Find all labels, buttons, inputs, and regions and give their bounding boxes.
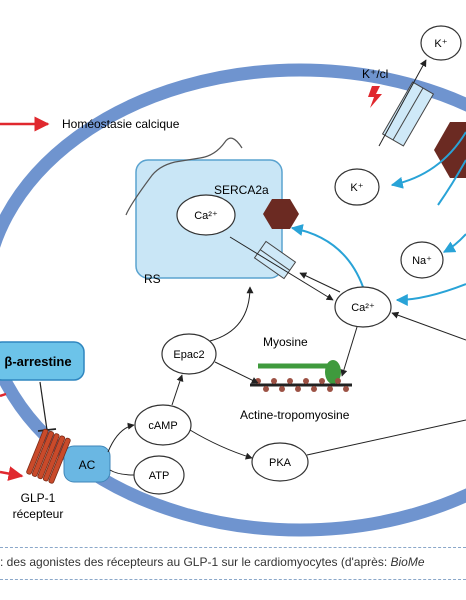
glp1-receptor bbox=[26, 428, 71, 484]
myosin-head bbox=[325, 360, 341, 384]
na-arrow bbox=[442, 233, 466, 253]
atp-label: ATP bbox=[149, 470, 170, 482]
epac-label: Epac2 bbox=[173, 349, 204, 361]
ca-influx-arrow bbox=[395, 283, 466, 306]
actin-label: Actine-tropomyosine bbox=[240, 408, 350, 422]
figure-caption: : des agonistes des récepteurs au GLP-1 … bbox=[0, 546, 466, 578]
receptor-label-line2: récepteur bbox=[13, 507, 64, 521]
camp-to-epac-arrow bbox=[171, 374, 184, 406]
camp-to-pka-arrow bbox=[189, 429, 253, 460]
caption-bottom-rule bbox=[0, 579, 466, 580]
myosin-label: Myosine bbox=[263, 335, 308, 349]
lightning-icon bbox=[368, 86, 382, 108]
ca-to-ryr-arrow bbox=[299, 272, 341, 293]
arrestin-red-arrow bbox=[0, 392, 7, 398]
receptor-label-line1: GLP-1 bbox=[21, 491, 56, 505]
na-label: Na⁺ bbox=[412, 255, 432, 267]
epac-to-ryr-arrow bbox=[209, 286, 254, 342]
right-to-ca-arrow bbox=[391, 311, 466, 341]
k-top-label: K⁺ bbox=[434, 38, 447, 50]
transporter-hexagon bbox=[434, 122, 466, 178]
ryr-to-ca-arrow bbox=[229, 236, 334, 301]
ac-to-camp-arrow bbox=[107, 422, 135, 453]
receptor-red-arrow bbox=[0, 466, 24, 481]
ca-cyto-label: Ca²⁺ bbox=[351, 302, 375, 314]
camp-label: cAMP bbox=[148, 420, 177, 432]
k-efflux-arrow bbox=[390, 131, 466, 189]
na-node bbox=[400, 241, 444, 279]
k-top-node bbox=[420, 25, 462, 61]
ca-rs-label: Ca²⁺ bbox=[194, 210, 218, 222]
k-bottom-node bbox=[334, 168, 380, 206]
homeostasis-label: Homéostasie calcique bbox=[62, 117, 180, 131]
epac-to-myofilament-arrow bbox=[214, 361, 259, 384]
rs-squiggle bbox=[125, 137, 243, 216]
pka-label: PKA bbox=[269, 457, 292, 469]
cell-membrane bbox=[0, 63, 466, 537]
rs-label: RS bbox=[144, 272, 161, 286]
pka-node bbox=[251, 442, 309, 482]
caption-top-rule bbox=[0, 547, 466, 548]
k-channel-label: K⁺/cl bbox=[362, 67, 388, 81]
epac-node bbox=[161, 333, 217, 375]
ca-rs-node bbox=[176, 194, 236, 236]
arrestin-inhibit-line bbox=[39, 381, 48, 431]
cardiomyocyte-diagram: Homéostasie calcique K⁺/cl K⁺ K⁺ Na⁺ RS … bbox=[0, 25, 466, 537]
serca-label: SERCA2a bbox=[214, 183, 269, 197]
ac-label: AC bbox=[79, 458, 96, 472]
pka-to-right-line bbox=[306, 419, 466, 456]
ac-box bbox=[63, 445, 111, 483]
ca-to-myofilament-arrow bbox=[340, 326, 358, 377]
hex-top-arrow bbox=[437, 159, 466, 206]
caption-source: BioMe bbox=[390, 555, 425, 569]
atp-to-ac-curve bbox=[109, 469, 135, 476]
serca-hexagon bbox=[263, 199, 299, 229]
k-channel bbox=[381, 81, 435, 147]
k-channel-out-arrow bbox=[378, 59, 427, 147]
caption-text: : des agonistes des récepteurs au GLP-1 … bbox=[0, 555, 391, 569]
ryr-channel bbox=[253, 240, 297, 280]
arrestin-label: β-arrestine bbox=[4, 354, 71, 369]
arrestin-box bbox=[0, 341, 85, 381]
serca-uptake-arrow bbox=[290, 224, 364, 288]
k-bottom-label: K⁺ bbox=[350, 182, 363, 194]
camp-node bbox=[134, 404, 192, 446]
ca-cyto-node bbox=[334, 286, 392, 328]
